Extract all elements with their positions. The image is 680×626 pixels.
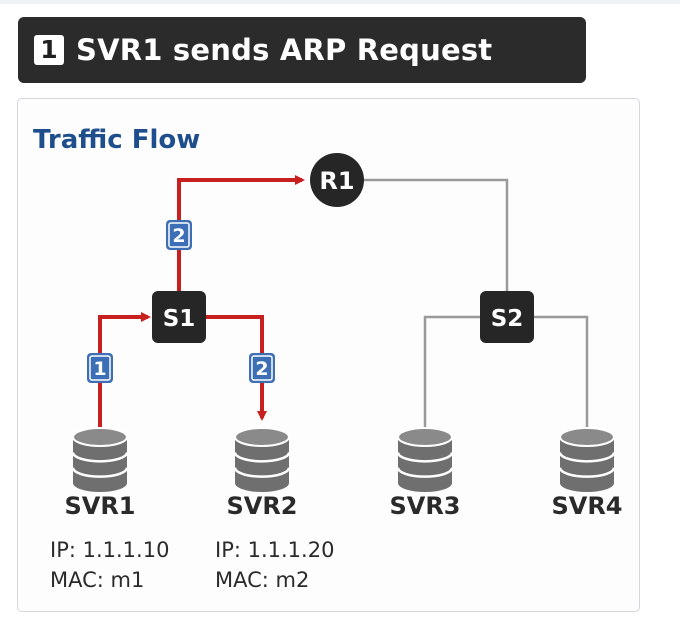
- link-s2-svr3: [423, 315, 487, 428]
- flow-svr1-to-s1: [98, 312, 151, 427]
- server-name-svr1: SVR1: [64, 492, 135, 520]
- link-r1-s2: [360, 178, 509, 292]
- server-icon[interactable]: [71, 427, 129, 492]
- flow-s1-to-svr2: [200, 315, 267, 421]
- switch-label: S1: [163, 306, 196, 332]
- server-name-svr3: SVR3: [389, 492, 460, 520]
- top-divider: [0, 0, 680, 4]
- flow-step-badge-2-up: 2: [166, 220, 192, 250]
- server-ip-svr1: IP: 1.1.1.10: [50, 538, 169, 562]
- server-icon[interactable]: [558, 427, 616, 492]
- red-flow-paths: [98, 175, 305, 427]
- server-icon[interactable]: [396, 427, 454, 492]
- server-mac-svr2: MAC: m2: [215, 568, 309, 592]
- router-r1[interactable]: R1: [310, 153, 364, 207]
- switch-icon: [152, 291, 206, 343]
- server-ip-svr2: IP: 1.1.1.20: [215, 538, 334, 562]
- switch-label: S2: [491, 306, 524, 332]
- switch-icon: [480, 291, 534, 343]
- flow-s1-to-r1: [177, 175, 305, 292]
- server-mac-svr1: MAC: m1: [50, 568, 144, 592]
- title-bar: 1 SVR1 sends ARP Request: [18, 17, 586, 83]
- router-label: R1: [319, 167, 354, 195]
- page-title: SVR1 sends ARP Request: [76, 33, 493, 67]
- link-s2-svr4: [527, 315, 589, 428]
- router-icon: [310, 153, 364, 207]
- flow-step-label: 1: [93, 358, 106, 380]
- flow-step-label: 2: [255, 358, 268, 380]
- servers: [71, 427, 616, 492]
- switch-s1[interactable]: S1: [152, 291, 206, 343]
- flow-step-badge-1: 1: [87, 353, 113, 383]
- switch-s2[interactable]: S2: [480, 291, 534, 343]
- server-icon[interactable]: [233, 427, 291, 492]
- server-name-svr4: SVR4: [551, 492, 622, 520]
- server-name-svr2: SVR2: [226, 492, 297, 520]
- flow-step-badge-2-down: 2: [249, 353, 275, 383]
- step-number-badge: 1: [34, 35, 64, 65]
- flow-step-label: 2: [172, 225, 185, 247]
- gray-links: [360, 178, 589, 428]
- panel-heading: Traffic Flow: [33, 125, 200, 155]
